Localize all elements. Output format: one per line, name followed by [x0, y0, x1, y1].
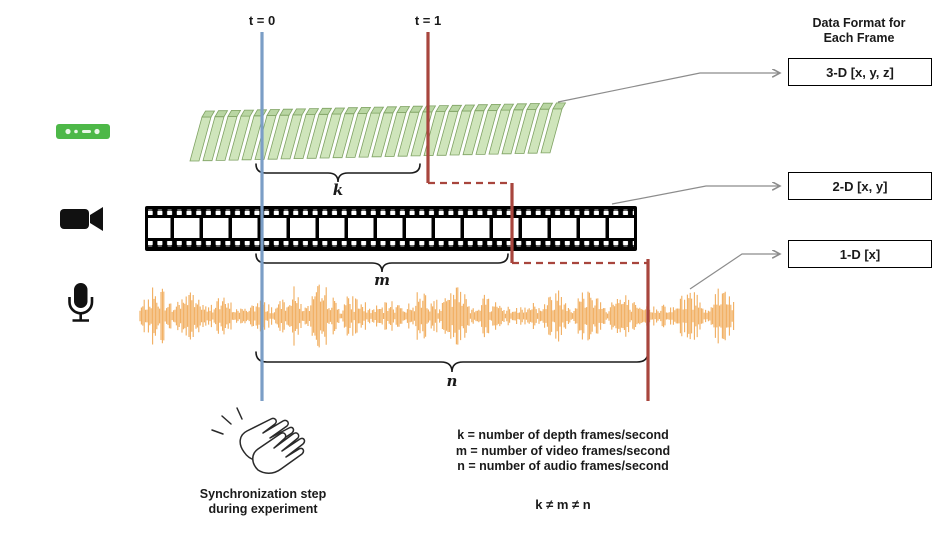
- clap-icon: [211, 407, 306, 474]
- legend: k = number of depth frames/second m = nu…: [408, 428, 718, 475]
- brace-label-m: m: [374, 271, 390, 289]
- format-box-2d: 2-D [x, y]: [788, 172, 932, 200]
- format-header: Data Format for Each Frame: [779, 16, 939, 46]
- sync-caption: Synchronization step during experiment: [178, 487, 348, 517]
- sync-caption-line1: Synchronization step: [199, 487, 327, 501]
- legend-line-n: n = number of audio frames/second: [457, 459, 669, 473]
- brace-m: [255, 253, 509, 273]
- inequality-label: k ≠ m ≠ n: [535, 497, 591, 512]
- microphone-icon: [68, 283, 94, 322]
- sync-caption-line2: during experiment: [208, 502, 318, 516]
- brace-n: [255, 351, 649, 373]
- video-frame-stream: [145, 206, 637, 251]
- format-box-1d: 1-D [x]: [788, 240, 932, 268]
- legend-line-m: m = number of video frames/second: [455, 443, 671, 458]
- format-header-line1: Data Format for: [812, 16, 906, 30]
- video-camera-icon: [60, 207, 103, 231]
- t1-timeline: [426, 32, 650, 401]
- t1-label: t = 1: [414, 13, 442, 28]
- depth-frame-stream: [189, 102, 567, 162]
- arrow-depth-format: [557, 73, 780, 103]
- format-header-line2: Each Frame: [823, 31, 895, 45]
- t0-label: t = 0: [248, 13, 276, 28]
- brace-k: [255, 163, 421, 183]
- arrow-video-format: [611, 186, 780, 205]
- legend-line-k: k = number of depth frames/second: [457, 428, 669, 442]
- format-box-3d: 3-D [x, y, z]: [788, 58, 932, 86]
- brace-label-n: n: [446, 372, 458, 390]
- brace-label-k: k: [332, 181, 344, 199]
- arrow-audio-format: [689, 254, 780, 290]
- kinect-icon: [56, 124, 110, 139]
- audio-waveform: [139, 284, 735, 348]
